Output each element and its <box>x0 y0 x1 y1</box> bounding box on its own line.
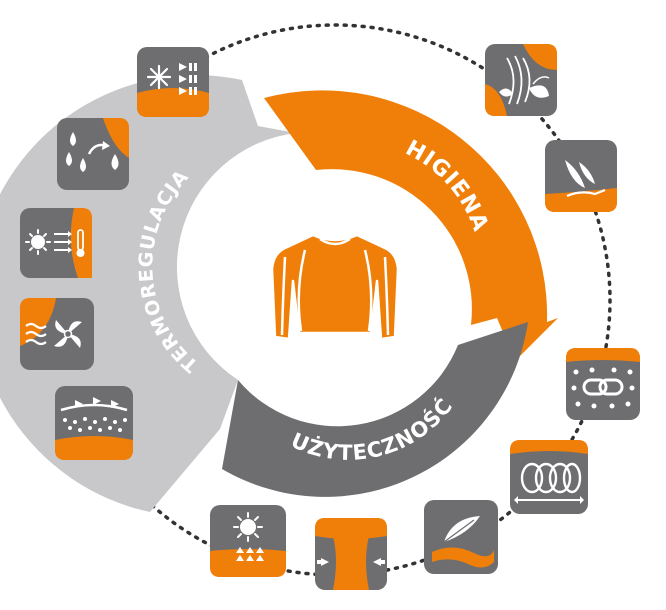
segment-uzytecznosc <box>222 322 528 497</box>
sun-thermometer-icon <box>20 208 92 278</box>
stretch-arrows-icon <box>315 518 387 590</box>
snowflake-cooling-icon <box>137 47 209 117</box>
fabric-layer-airflow-icon <box>55 386 133 460</box>
moisture-drops-icon <box>57 118 129 190</box>
segment-higiena <box>264 90 558 361</box>
thermal-shirt-icon <box>270 233 400 341</box>
feather-light-icon <box>424 500 498 574</box>
chain-link-icon <box>566 348 640 420</box>
feather-hand-icon <box>545 140 617 212</box>
fan-airflow-icon <box>20 298 94 370</box>
sun-heat-rise-icon <box>210 505 286 577</box>
leaves-fresh-icon <box>485 44 557 116</box>
elastic-loops-icon <box>510 440 588 514</box>
